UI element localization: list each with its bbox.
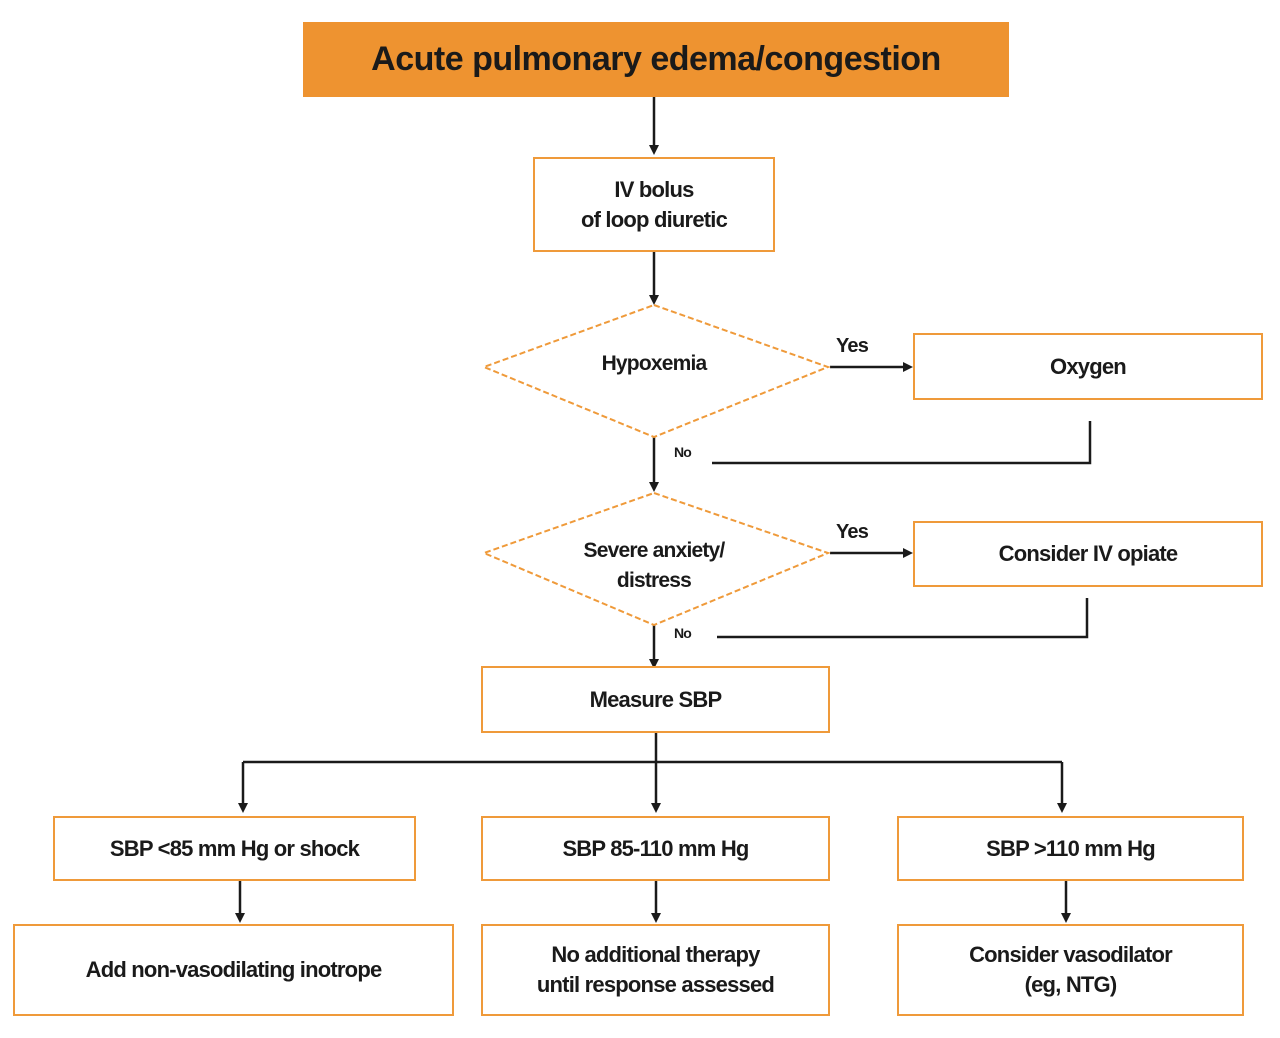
sbp-mid-box: SBP 85-110 mm Hg: [481, 816, 830, 881]
title-box: Acute pulmonary edema/congestion: [303, 22, 1009, 97]
sbp-high-text: SBP >110 mm Hg: [986, 835, 1156, 861]
oxygen-box: Oxygen: [913, 333, 1263, 400]
hypoxemia-yes-label: Yes: [836, 335, 869, 357]
oxygen-text: Oxygen: [1050, 353, 1127, 379]
action-high-text: Consider vasodilator (eg, NTG): [969, 942, 1173, 997]
action-high-box: Consider vasodilator (eg, NTG): [897, 924, 1244, 1016]
sbp-mid-text: SBP 85-110 mm Hg: [562, 835, 749, 861]
measure-sbp-text: Measure SBP: [589, 686, 723, 712]
opiate-text: Consider IV opiate: [998, 541, 1179, 567]
sbp-high-box: SBP >110 mm Hg: [897, 816, 1244, 881]
anxiety-diamond: [481, 491, 831, 627]
action-mid-text: No additional therapy until response ass…: [536, 942, 775, 997]
hypoxemia-text: Hypoxemia: [601, 352, 708, 375]
anxiety-yes-label: Yes: [836, 521, 869, 543]
sbp-low-text: SBP <85 mm Hg or shock: [109, 835, 360, 861]
action-low-text: Add non-vasodilating inotrope: [85, 957, 383, 983]
measure-sbp-box: Measure SBP: [481, 666, 830, 733]
iv-bolus-box: IV bolus of loop diuretic: [533, 157, 775, 252]
anxiety-no-label: No: [674, 625, 692, 641]
hypoxemia-diamond: [481, 303, 831, 439]
iv-bolus-text: IV bolus of loop diuretic: [580, 176, 728, 232]
sbp-low-box: SBP <85 mm Hg or shock: [53, 816, 416, 881]
opiate-box: Consider IV opiate: [913, 521, 1263, 587]
title-text: Acute pulmonary edema/congestion: [371, 39, 941, 78]
anxiety-text: Severe anxiety/ distress: [583, 539, 726, 593]
hypoxemia-no-label: No: [674, 444, 692, 460]
action-low-box: Add non-vasodilating inotrope: [13, 924, 454, 1016]
opiate-return-line: [717, 598, 1089, 639]
action-mid-box: No additional therapy until response ass…: [481, 924, 830, 1016]
oxygen-return-line: [712, 421, 1092, 465]
